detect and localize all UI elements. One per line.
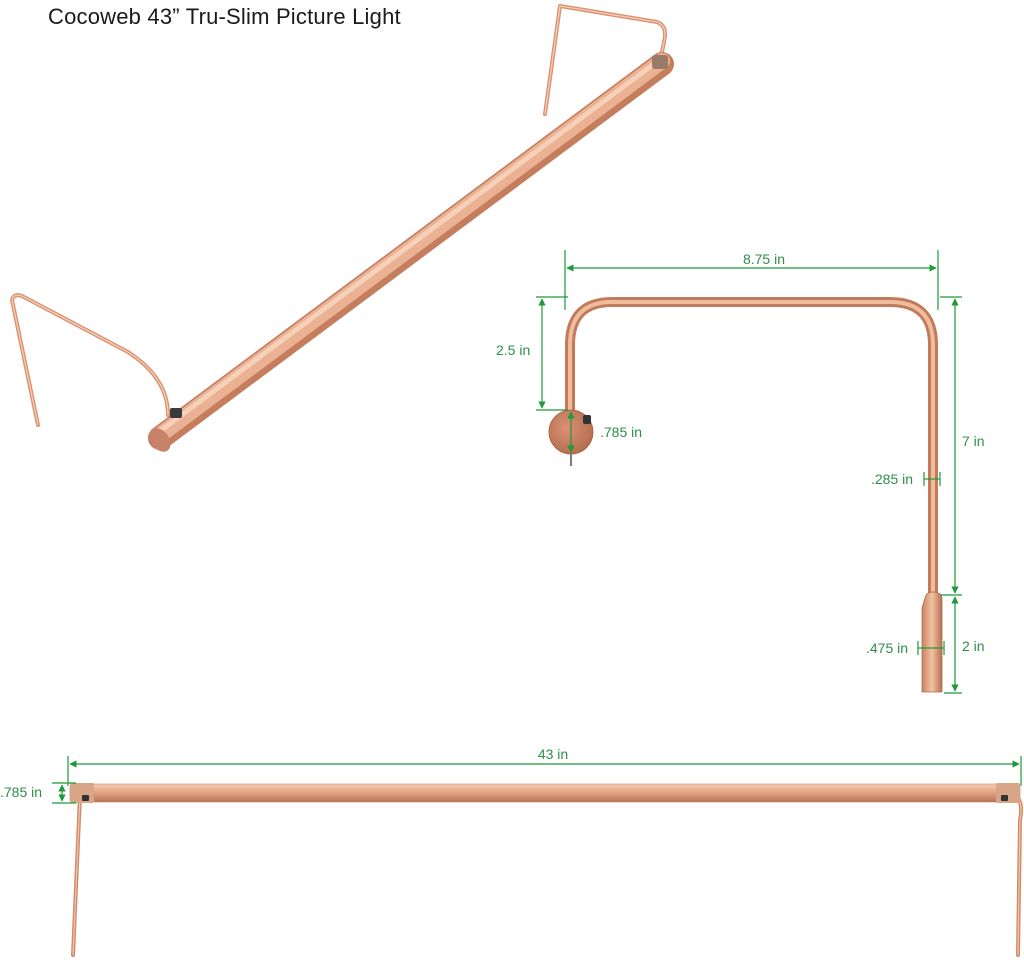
dim-label-arm-drop: 7 in xyxy=(962,433,985,449)
dim-label-arm-tube: .285 in xyxy=(871,471,913,487)
dim-label-arm-rise: 2.5 in xyxy=(496,342,530,358)
page-title: Cocoweb 43” Tru-Slim Picture Light xyxy=(48,4,401,29)
arm-dimension-labels: 8.75 in 2.5 in .785 in 7 in .285 in 2 in… xyxy=(496,251,985,656)
dim-label-arm-width: 8.75 in xyxy=(743,251,785,267)
perspective-pivot-knob xyxy=(170,408,182,418)
dim-label-mount-diameter: .785 in xyxy=(600,424,642,440)
dim-label-lamp-end-diameter: .475 in xyxy=(866,640,908,656)
dim-label-lamp-end: 2 in xyxy=(962,638,985,654)
arm-lamp-end xyxy=(921,591,943,693)
arm-dimensions xyxy=(536,250,962,694)
front-right-leg xyxy=(1011,791,1024,957)
front-dimensions xyxy=(52,756,1022,804)
arm-pivot-screw xyxy=(583,415,591,424)
dim-label-bar-length: 43 in xyxy=(538,746,568,762)
arm-tube xyxy=(565,297,938,598)
perspective-view xyxy=(10,4,674,452)
perspective-left-arm xyxy=(10,293,170,427)
dim-label-bar-diameter: .785 in xyxy=(0,784,42,800)
front-dimension-labels: 43 in .785 in xyxy=(0,746,568,800)
perspective-end-cap-left xyxy=(149,428,171,452)
front-view xyxy=(69,783,1024,957)
front-light-bar xyxy=(69,783,1021,803)
arm-side-view xyxy=(548,297,943,693)
